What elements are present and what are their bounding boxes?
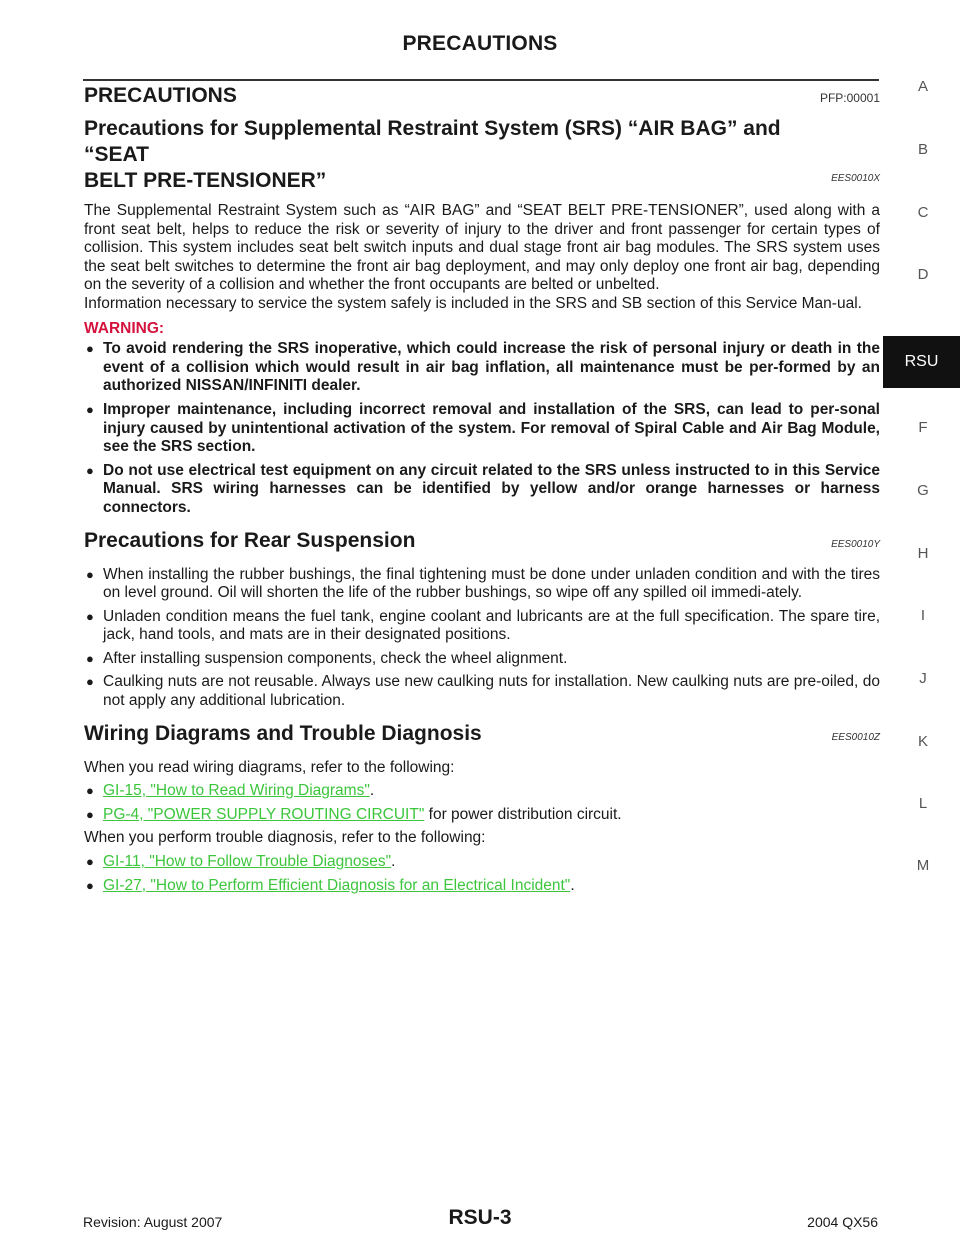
bullet-icon: ● [86,806,94,822]
rear-suspension-text: Unladen condition means the fuel tank, e… [103,607,880,644]
footer-revision: Revision: August 2007 [83,1214,223,1230]
main-heading-text: PRECAUTIONS [84,84,237,107]
rear-suspension-title: Precautions for Rear Suspension [84,528,416,552]
warning-label: WARNING: [84,319,165,337]
srs-paragraph-1: The Supplemental Restraint System such a… [84,202,880,294]
diagnosis-link-item: ● GI-11, "How to Follow Trouble Diagnoses… [84,853,880,872]
rear-suspension-heading: Precautions for Rear Suspension EES0010Y [84,528,880,558]
link-gi15-wiring-diagrams[interactable]: GI-15, "How to Read Wiring Diagrams" [103,782,370,800]
warning-text: Do not use electrical test equipment on … [103,461,880,516]
rear-suspension-text: After installing suspension components, … [103,649,568,667]
srs-section-code: EES0010X [831,173,880,184]
footer-page-number: RSU-3 [448,1206,512,1229]
bullet-icon: ● [86,854,94,870]
warning-item: ● To avoid rendering the SRS inoperative,… [84,340,880,396]
srs-section-title: Precautions for Supplemental Restraint S… [84,116,831,194]
rear-suspension-item: ● When installing the rubber bushings, th… [84,566,880,603]
warning-text: To avoid rendering the SRS inoperative, … [103,340,880,395]
srs-title-line2: BELT PRE-TENSIONER” [84,169,327,192]
main-heading-code: PFP:00001 [819,91,880,105]
wiring-diagnosis-title: Wiring Diagrams and Trouble Diagnosis [84,721,482,745]
srs-section-heading: Precautions for Supplemental Restraint S… [84,116,880,194]
bullet-icon: ● [86,341,94,357]
bullet-icon: ● [86,877,94,893]
link-suffix: . [369,782,375,800]
warning-item: ● Improper maintenance, including incorre… [84,401,880,457]
srs-paragraph-2: Information necessary to service the sys… [84,294,862,312]
bullet-icon: ● [86,608,94,624]
link-suffix: . [570,876,575,894]
section-index-g[interactable]: G [917,482,929,499]
page-header-title: PRECAUTIONS [402,32,558,55]
warning-list: ● To avoid rendering the SRS inoperative,… [84,340,880,517]
wiring-intro-1: When you read wiring diagrams, refer to … [84,758,455,776]
link-pg4-power-supply[interactable]: PG-4, "POWER SUPPLY ROUTING CIRCUIT" [103,805,425,823]
diagnosis-links-list: ● GI-11, "How to Follow Trouble Diagnoses… [84,853,880,895]
wiring-diagnosis-heading: Wiring Diagrams and Trouble Diagnosis EE… [84,721,880,751]
link-gi11-trouble-diagnoses[interactable]: GI-11, "How to Follow Trouble Diagnoses" [103,853,392,871]
header-rule [83,79,879,81]
rear-suspension-text: When installing the rubber bushings, the… [103,565,880,602]
wiring-intro-2: When you perform trouble diagnosis, refe… [84,829,486,847]
rear-suspension-list: ● When installing the rubber bushings, th… [84,566,880,711]
link-gi27-efficient-diagnosis[interactable]: GI-27, "How to Perform Efficient Diagnos… [103,876,571,894]
rear-suspension-text: Caulking nuts are not reusable. Always u… [103,673,880,710]
section-index-m[interactable]: M [916,857,930,874]
section-index-c[interactable]: C [917,204,929,221]
section-index-j[interactable]: J [919,670,927,687]
bullet-icon: ● [86,401,94,417]
diagnosis-link-item: ● GI-27, "How to Perform Efficient Diagno… [84,877,880,896]
section-index-active-rsu[interactable]: RSU [883,336,960,388]
section-index-b[interactable]: B [917,141,928,158]
warning-text: Improper maintenance, including incorrec… [103,400,880,456]
link-suffix: . [391,853,396,871]
wiring-link-item: ● PG-4, "POWER SUPPLY ROUTING CIRCUIT" fo… [84,806,880,825]
link-suffix: for power distribution circuit. [424,805,622,823]
rear-suspension-item: ● Caulking nuts are not reusable. Always … [84,673,880,710]
section-index-f[interactable]: F [918,419,928,436]
warning-item: ● Do not use electrical test equipment on… [84,462,880,518]
section-index-d[interactable]: D [917,266,929,283]
bullet-icon: ● [86,783,94,799]
section-index-a[interactable]: A [917,78,928,95]
section-index-sidebar: A B C D RSU F G H I J K L M [880,0,960,1242]
main-heading: PRECAUTIONS PFP:00001 [84,84,880,108]
rear-suspension-item: ● After installing suspension components,… [84,650,880,669]
section-index-l[interactable]: L [918,795,928,812]
bullet-icon: ● [86,674,94,690]
srs-title-line1: Precautions for Supplemental Restraint S… [84,117,781,166]
wiring-link-item: ● GI-15, "How to Read Wiring Diagrams". [84,782,880,801]
wiring-links-list: ● GI-15, "How to Read Wiring Diagrams". ●… [84,782,880,824]
rear-suspension-code: EES0010Y [831,538,880,550]
rear-suspension-item: ● Unladen condition means the fuel tank, … [84,608,880,645]
wiring-diagnosis-code: EES0010Z [831,731,880,743]
section-index-k[interactable]: K [917,733,928,750]
bullet-icon: ● [86,650,94,666]
footer-model: 2004 QX56 [807,1214,878,1230]
bullet-icon: ● [86,566,94,582]
section-index-h[interactable]: H [917,545,929,562]
section-index-i[interactable]: I [920,607,926,624]
page-content: PRECAUTIONS PFP:00001 Precautions for Su… [84,84,880,895]
bullet-icon: ● [86,462,94,478]
